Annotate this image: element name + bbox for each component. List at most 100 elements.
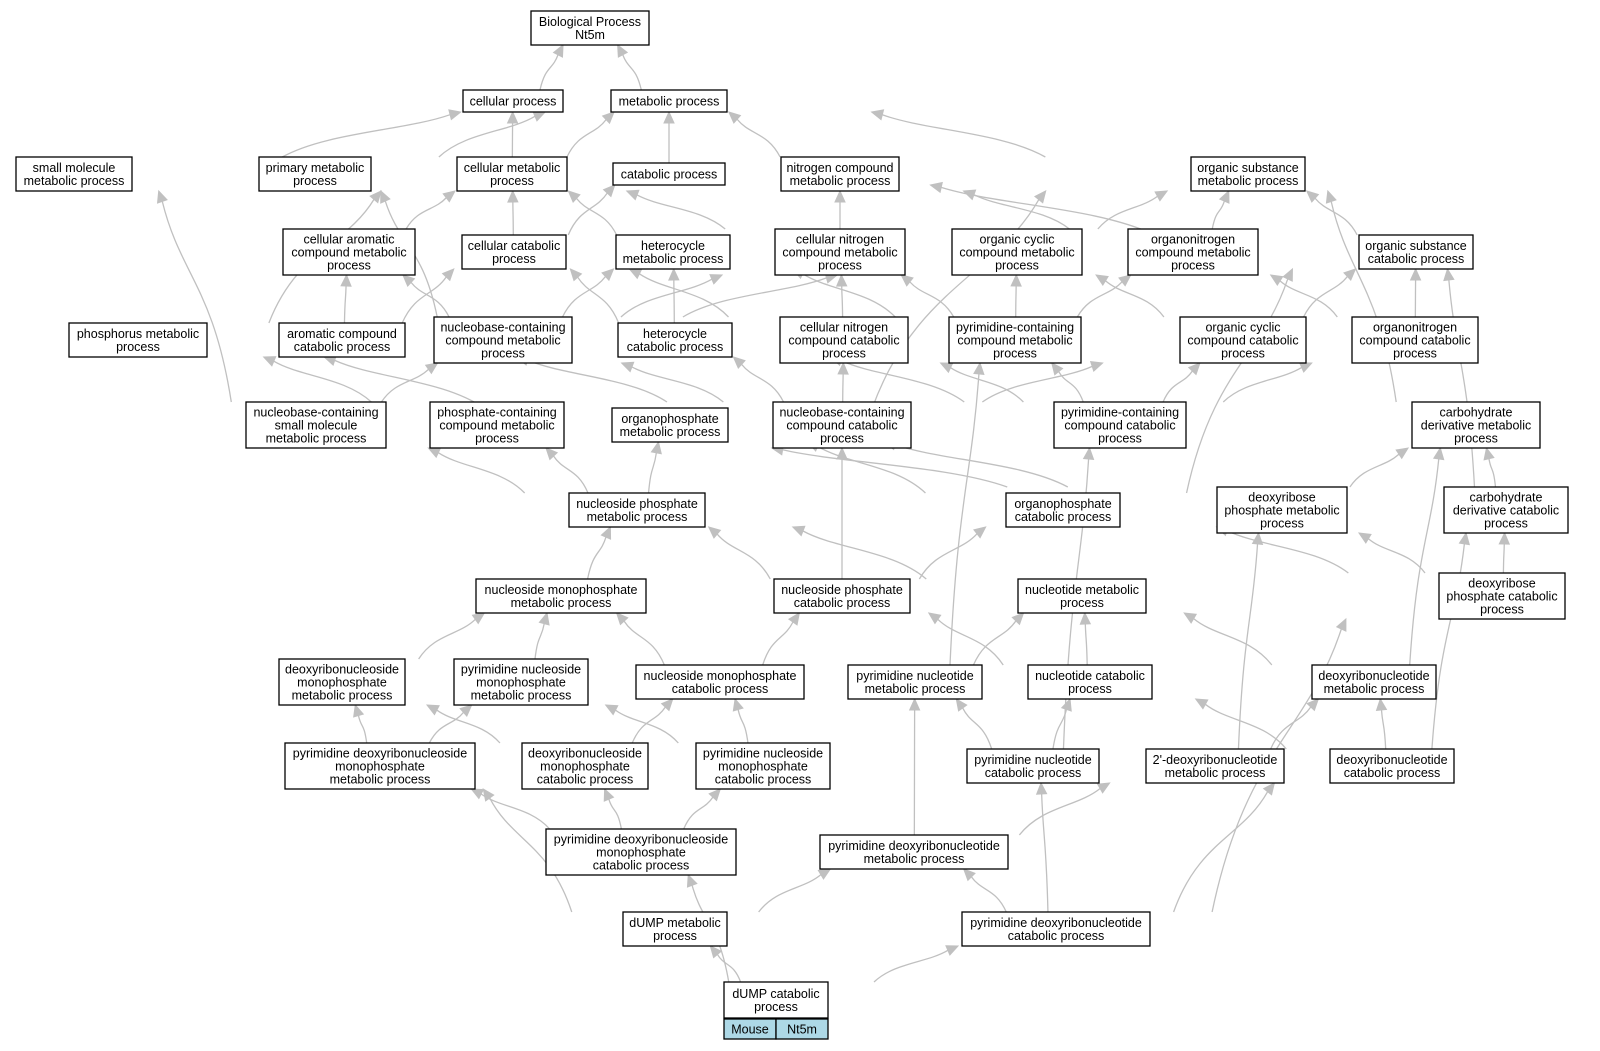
go-term-node[interactable]: deoxyribonucleosidemonophosphatemetaboli…: [278, 658, 406, 706]
edge-line: [937, 618, 1004, 666]
is-a-edge: [615, 612, 665, 666]
go-term-node[interactable]: metabolic process: [610, 89, 728, 113]
go-term-label: process: [1060, 596, 1104, 610]
edge-arrowhead: [837, 361, 849, 375]
go-term-box: [278, 322, 406, 358]
go-term-node[interactable]: deoxyribonucleosidemonophosphatecataboli…: [521, 742, 649, 790]
edge-line: [410, 281, 450, 318]
go-term-label: process: [1480, 603, 1524, 617]
go-term-label: heterocycle: [641, 239, 705, 253]
go-term-label: pyrimidine nucleoside: [461, 663, 581, 677]
is-a-edge: [1035, 781, 1049, 913]
go-term-label: monophosphate: [596, 846, 686, 860]
go-term-label: compound catabolic: [1359, 334, 1470, 348]
go-term-node[interactable]: pyrimidine deoxyribonucleosidemonophosph…: [284, 742, 476, 790]
edge-arrowhead: [1194, 698, 1209, 710]
go-term-label: nitrogen compound: [786, 161, 893, 175]
edge-arrowhead: [441, 268, 455, 282]
edge-arrowhead: [1282, 267, 1293, 282]
edge-line: [871, 199, 1040, 409]
go-term-box: [612, 162, 726, 186]
go-term-label: cellular process: [470, 95, 557, 109]
go-term-box: [1053, 401, 1187, 449]
edge-arrowhead: [945, 945, 960, 956]
go-term-label: nucleoside monophosphate: [644, 669, 797, 683]
go-term-node[interactable]: pyrimidine deoxyribonucleotidecatabolic …: [961, 911, 1151, 947]
go-term-label: derivative metabolic: [1421, 419, 1531, 433]
go-term-box: [773, 578, 911, 614]
go-term-node[interactable]: pyrimidine deoxyribonucleosidemonophosph…: [545, 828, 737, 876]
go-term-label: cellular metabolic: [464, 161, 561, 175]
edge-arrowhead: [1306, 698, 1320, 712]
edge-line: [1084, 623, 1088, 666]
is-a-edge: [707, 526, 771, 580]
go-term-node[interactable]: pyrimidine nucleosidemonophosphatecatabo…: [695, 742, 831, 790]
go-term-node[interactable]: pyrimidine deoxyribonucleotidemetabolic …: [819, 834, 1009, 870]
go-term-node[interactable]: pyrimidine nucleosidemonophosphatemetabo…: [453, 658, 589, 706]
is-a-edge: [1237, 531, 1264, 750]
is-a-edge: [438, 111, 547, 158]
is-a-edge: [837, 361, 849, 403]
go-term-box: [258, 156, 372, 192]
go-term-label: metabolic process: [619, 95, 720, 109]
edge-line: [405, 197, 447, 230]
go-term-box: [568, 492, 706, 528]
go-term-node[interactable]: cellular process: [462, 89, 564, 113]
edge-arrowhead: [628, 268, 643, 280]
go-term-node[interactable]: catabolic process: [612, 162, 726, 186]
edge-line: [1193, 618, 1273, 666]
edge-arrowhead: [939, 362, 954, 374]
go-term-label: process: [1068, 682, 1112, 696]
go-term-box: [1005, 492, 1121, 528]
go-term-box: [772, 401, 912, 449]
edge-line: [1409, 458, 1440, 666]
go-term-label: process: [820, 432, 864, 446]
go-term-label: catabolic process: [627, 340, 724, 354]
go-term-box: [1216, 486, 1348, 534]
